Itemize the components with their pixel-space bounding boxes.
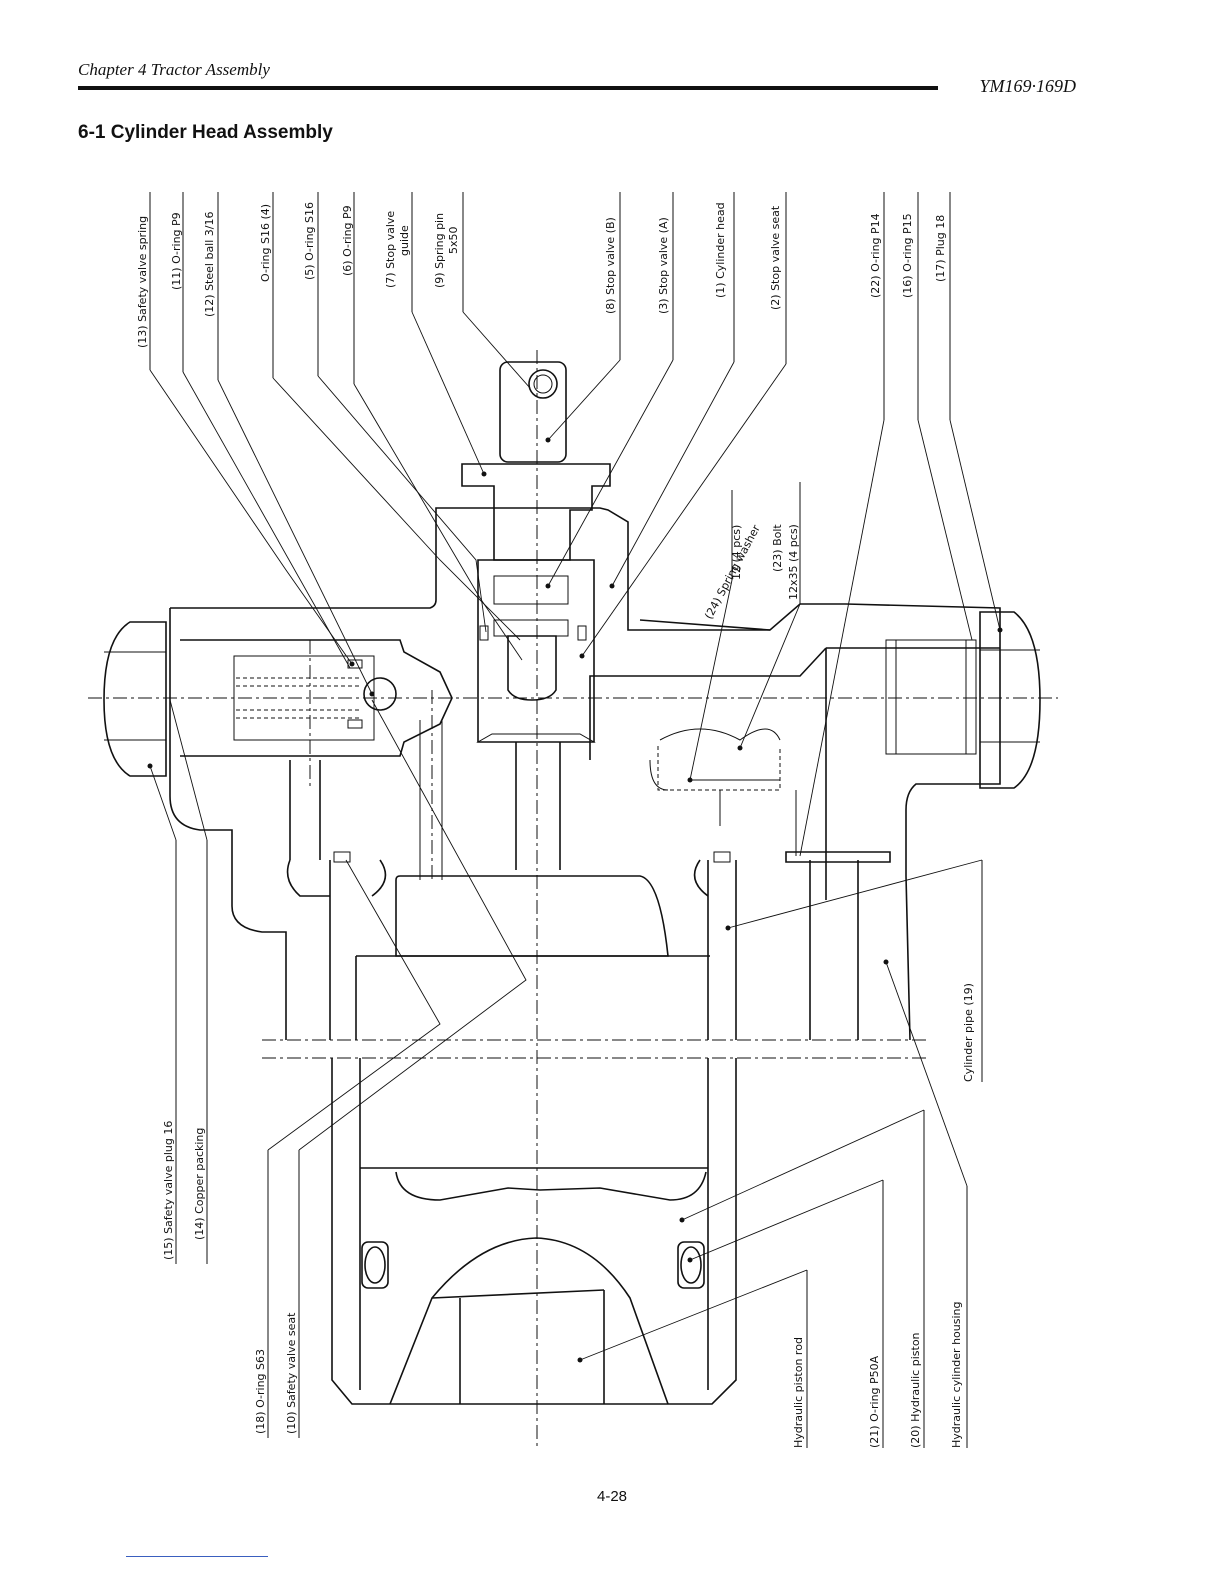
label-steel-ball: (12) Steel ball 3/16: [203, 212, 216, 318]
chapter-header: Chapter 4 Tractor Assembly: [78, 60, 270, 79]
label-spring-pin-b: 5x50: [447, 226, 460, 254]
label-bolt-a: (23) Bolt: [771, 524, 784, 572]
label-copper-packing: (14) Copper packing: [193, 1128, 206, 1240]
label-cylinder-pipe: Cylinder pipe (19): [962, 983, 975, 1082]
top-labels: (13) Safety valve spring (11) O-ring P9 …: [136, 202, 947, 348]
label-o-ring-p50a: (21) O-ring P50A: [868, 1355, 881, 1448]
leader-lines: [149, 311, 1001, 1361]
label-stop-valve-seat: (2) Stop valve seat: [769, 205, 782, 310]
label-plug-18: (17) Plug 18: [934, 215, 947, 282]
page-number: 4-28: [596, 1488, 628, 1505]
label-cylinder-head: (1) Cylinder head: [714, 202, 727, 298]
label-o-ring-p9-11: (11) O-ring P9: [170, 212, 183, 290]
label-stop-valve-guide-b: guide: [398, 225, 411, 256]
label-hydraulic-piston: (20) Hydraulic piston: [909, 1332, 922, 1448]
label-safety-valve-plug: (15) Safety valve plug 16: [162, 1121, 175, 1260]
label-bolt-b: 12x35 (4 pcs): [787, 524, 800, 600]
leader-dots: [147, 437, 1003, 1363]
footer-rule: [126, 1556, 268, 1557]
section-title: 6-1 Cylinder Head Assembly: [78, 122, 333, 143]
label-o-ring-s63: (18) O-ring S63: [254, 1349, 267, 1434]
label-o-ring-p9-6: (6) O-ring P9: [341, 205, 354, 276]
label-safety-valve-spring: (13) Safety valve spring: [136, 216, 149, 348]
label-o-ring-s16-5: (5) O-ring S16: [303, 202, 316, 280]
label-stop-valve-guide-a: (7) Stop valve: [384, 211, 397, 288]
label-o-ring-s16-4: O-ring S16 (4): [259, 204, 272, 282]
label-stop-valve-a: (3) Stop valve (A): [657, 217, 670, 314]
top-label-rules: [149, 192, 951, 420]
label-stop-valve-b: (8) Stop valve (B): [604, 217, 617, 314]
label-spring-washer-b: 12 (4 pcs): [730, 525, 743, 580]
bottom-labels: (15) Safety valve plug 16 (14) Copper pa…: [162, 1121, 963, 1448]
label-o-ring-p15: (16) O-ring P15: [901, 213, 914, 298]
header-rule: [78, 86, 938, 90]
label-spring-pin-a: (9) Spring pin: [433, 213, 446, 288]
label-o-ring-p14: (22) O-ring P14: [869, 213, 882, 298]
label-piston-rod: Hydraulic piston rod: [792, 1337, 805, 1448]
label-cylinder-housing: Hydraulic cylinder housing: [950, 1302, 963, 1448]
bottom-label-rules: [175, 840, 968, 1448]
label-safety-valve-seat: (10) Safety valve seat: [285, 1312, 298, 1434]
model-header: YM169·169D: [979, 76, 1076, 96]
